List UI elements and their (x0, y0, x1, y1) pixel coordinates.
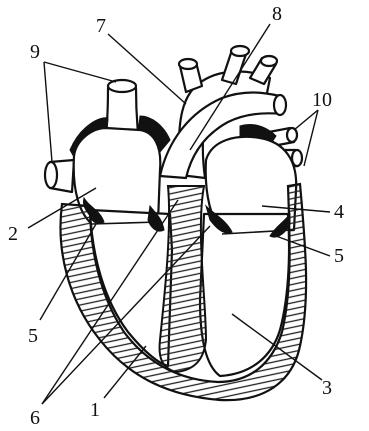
leader-10b (304, 110, 318, 166)
aorta-branch-3-opening (261, 56, 277, 66)
superior-vena-cava-opening (108, 80, 136, 92)
pulmonary-artery-opening (274, 95, 286, 115)
label-5-left: 5 (28, 325, 38, 347)
leader-9a (44, 62, 116, 82)
aorta-branch-1-opening (179, 59, 197, 69)
label-7: 7 (96, 15, 106, 37)
leader-9b (44, 62, 52, 162)
label-6: 6 (30, 407, 40, 429)
label-3: 3 (322, 377, 332, 399)
inferior-vena-cava-opening (45, 162, 57, 188)
label-10: 10 (312, 89, 332, 111)
label-1: 1 (90, 399, 100, 421)
label-5-right: 5 (334, 245, 344, 267)
pulmonary-vein-upper-opening (287, 128, 297, 142)
label-2: 2 (8, 223, 18, 245)
label-4: 4 (334, 201, 344, 223)
label-9: 9 (30, 41, 40, 63)
aorta-branch-2-opening (231, 46, 249, 56)
label-8: 8 (272, 3, 282, 25)
